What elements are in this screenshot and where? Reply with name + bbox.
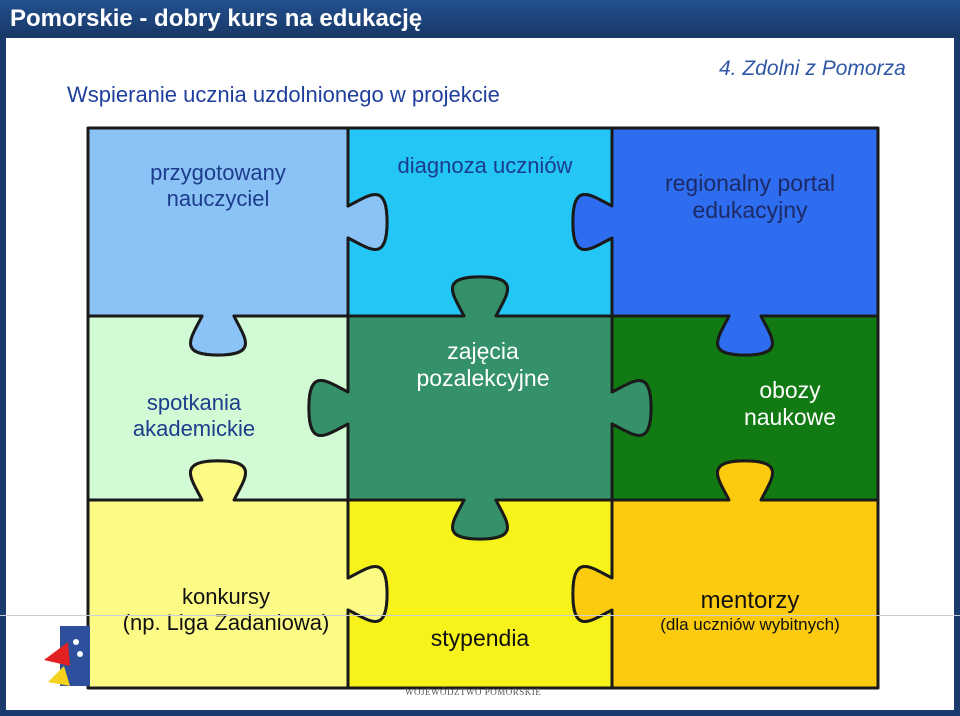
puzzle-piece-mentorzy (571, 459, 880, 690)
piece-label-mentorzy: mentorzy (dla uczniów wybitnych) (660, 587, 840, 635)
section-label: 4. Zdolni z Pomorza (719, 57, 906, 80)
footer-divider (0, 615, 960, 616)
piece-label-stypendia: stypendia (430, 625, 530, 651)
title-bar: Pomorskie - dobry kurs na edukację (0, 0, 960, 38)
eu-logo (40, 622, 92, 697)
slide-title: Pomorskie - dobry kurs na edukację (10, 5, 423, 32)
piece-label-konkursy: konkursy(np. Liga Zadaniowa) (122, 584, 330, 635)
footer-text: WOJEWÓDZTWO POMORSKIE (405, 687, 542, 697)
slide-subtitle: Wspieranie ucznia uzdolnionego w projekc… (67, 82, 500, 107)
piece-label-diagnoza-uczniow: diagnoza uczniów (397, 153, 573, 178)
